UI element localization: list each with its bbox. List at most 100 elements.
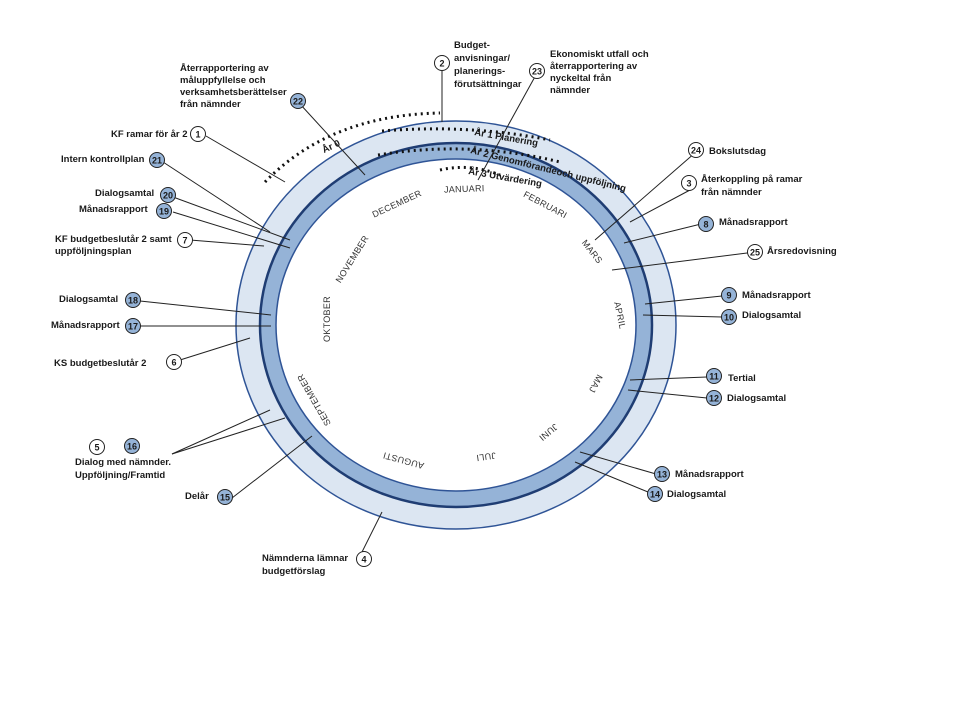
marker-25-circle xyxy=(747,244,763,260)
marker-22: 22 Återrapportering av måluppfyllelse oc… xyxy=(180,63,306,110)
marker-12: 12 Dialogsamtal xyxy=(706,390,786,406)
marker-2: 2 Budget- anvisningar/ planerings- förut… xyxy=(434,40,522,90)
marker-25-label: Årsredovisning xyxy=(767,246,837,257)
marker-6-label: KS budgetbeslutår 2 xyxy=(54,358,146,369)
year3-dotted-arc xyxy=(439,165,501,177)
marker-3: 3 Återkoppling på ramar från nämnder xyxy=(681,174,805,198)
marker-3-label: Återkoppling på ramar från nämnder xyxy=(701,174,805,198)
marker-14-label: Dialogsamtal xyxy=(667,489,726,500)
marker-18-label: Dialogsamtal xyxy=(59,294,118,305)
marker-4: 4 Nämnderna lämnar budgetförslag xyxy=(262,551,372,577)
marker-18: 18 Dialogsamtal xyxy=(59,292,141,308)
marker-15-circle xyxy=(217,489,233,505)
marker-7-circle xyxy=(177,232,193,248)
marker-15: 15 Delår xyxy=(185,489,233,505)
marker-2-number: 2 xyxy=(439,59,444,69)
marker-15-number: 15 xyxy=(220,493,230,503)
marker-22-number: 22 xyxy=(293,97,303,107)
marker-4-number: 4 xyxy=(361,555,366,565)
marker-20-label: Dialogsamtal xyxy=(95,188,154,199)
marker-23-number: 23 xyxy=(532,67,542,77)
marker-22-label-line: Återrapportering av xyxy=(180,63,269,74)
marker-21-number: 21 xyxy=(152,156,162,166)
marker-20-circle xyxy=(160,187,176,203)
marker-7-label-line: KF budgetbeslutår 2 samt xyxy=(55,234,172,245)
marker-12-label: Dialogsamtal xyxy=(727,393,786,404)
marker-20-number: 20 xyxy=(163,191,173,201)
marker-23-circle xyxy=(529,63,545,79)
marker-5-circle xyxy=(89,439,105,455)
marker-23-label-line: nämnder xyxy=(550,85,590,96)
marker-24-number: 24 xyxy=(691,146,701,156)
marker-4-label-line: Nämnderna lämnar xyxy=(262,553,348,564)
marker-14: 14 Dialogsamtal xyxy=(647,486,726,502)
marker-23-label: Ekonomiskt utfall och återrapportering a… xyxy=(550,49,651,96)
marker-16-label: Dialog med nämnder. Uppföljning/Framtid xyxy=(75,457,174,481)
marker-7-label-line: uppföljningsplan xyxy=(55,246,132,257)
marker-2-circle xyxy=(434,55,450,71)
marker-4-circle xyxy=(356,551,372,567)
marker-18-number: 18 xyxy=(128,296,138,306)
marker-13-label: Månadsrapport xyxy=(675,469,744,480)
marker-11-label: Tertial xyxy=(728,373,756,384)
marker-5-number: 5 xyxy=(94,443,99,453)
marker-7: 7 KF budgetbeslutår 2 samt uppföljningsp… xyxy=(55,232,193,257)
marker-19: 19 Månadsrapport xyxy=(79,203,172,219)
marker-21: 21 Intern kontrollplan xyxy=(61,152,165,168)
marker-16-number: 16 xyxy=(127,442,137,452)
marker-6-circle xyxy=(166,354,182,370)
marker-11-circle xyxy=(706,368,722,384)
marker-4-label: Nämnderna lämnar budgetförslag xyxy=(262,553,351,577)
month-label-july: JULI xyxy=(476,450,497,463)
marker-12-circle xyxy=(706,390,722,406)
marker-2-label-line: planerings- xyxy=(454,66,505,77)
leader-lines xyxy=(139,70,756,553)
marker-23-label-line: nyckeltal från xyxy=(550,73,611,84)
marker-7-label: KF budgetbeslutår 2 samt uppföljningspla… xyxy=(55,234,174,257)
marker-7-number: 7 xyxy=(182,236,187,246)
marker-22-label-line: måluppfyllelse och xyxy=(180,75,266,86)
marker-13-number: 13 xyxy=(657,470,667,480)
marker-8-circle xyxy=(698,216,714,232)
marker-19-circle xyxy=(156,203,172,219)
marker-2-label-line: Budget- xyxy=(454,40,490,51)
marker-9-label: Månadsrapport xyxy=(742,290,811,301)
marker-24-label: Bokslutsdag xyxy=(709,146,766,157)
marker-14-number: 14 xyxy=(650,490,660,500)
marker-9-circle xyxy=(721,287,737,303)
marker-16-circle xyxy=(124,438,140,454)
marker-22-label-line: från nämnder xyxy=(180,99,241,110)
marker-10-number: 10 xyxy=(724,313,734,323)
marker-2-label-line: anvisningar/ xyxy=(454,53,510,64)
marker-1-number: 1 xyxy=(195,130,200,140)
marker-1-circle xyxy=(190,126,206,142)
marker-4-label-line: budgetförslag xyxy=(262,566,326,577)
marker-21-label: Intern kontrollplan xyxy=(61,154,145,165)
marker-8-number: 8 xyxy=(703,220,708,230)
marker-13-circle xyxy=(654,466,670,482)
marker-24: 24 Bokslutsdag xyxy=(688,142,766,158)
marker-6: 6 KS budgetbeslutår 2 xyxy=(54,354,182,370)
marker-10-circle xyxy=(721,309,737,325)
marker-3-label-line: Återkoppling på ramar xyxy=(701,174,803,185)
marker-22-circle xyxy=(290,93,306,109)
marker-16-label-line: Dialog med nämnder. xyxy=(75,457,171,468)
marker-23-label-line: Ekonomiskt utfall och xyxy=(550,49,649,60)
year2-dotted-arc xyxy=(377,147,561,164)
marker-6-number: 6 xyxy=(171,358,176,368)
marker-3-label-line: från nämnder xyxy=(701,187,762,198)
inner-circle xyxy=(275,158,637,492)
marker-22-label-line: verksamhetsberättelser xyxy=(180,87,287,98)
marker-11-number: 11 xyxy=(709,372,719,382)
marker-8-label: Månadsrapport xyxy=(719,217,788,228)
marker-25-number: 25 xyxy=(750,248,760,258)
marker-18-circle xyxy=(125,292,141,308)
marker-2-label-line: förutsättningar xyxy=(454,79,522,90)
marker-1: 1 KF ramar för år 2 xyxy=(111,126,206,142)
marker-17: 17 Månadsrapport xyxy=(51,318,141,334)
month-label-october: OKTOBER xyxy=(322,296,332,342)
marker-15-label: Delår xyxy=(185,491,209,502)
marker-11: 11 Tertial xyxy=(706,368,756,384)
